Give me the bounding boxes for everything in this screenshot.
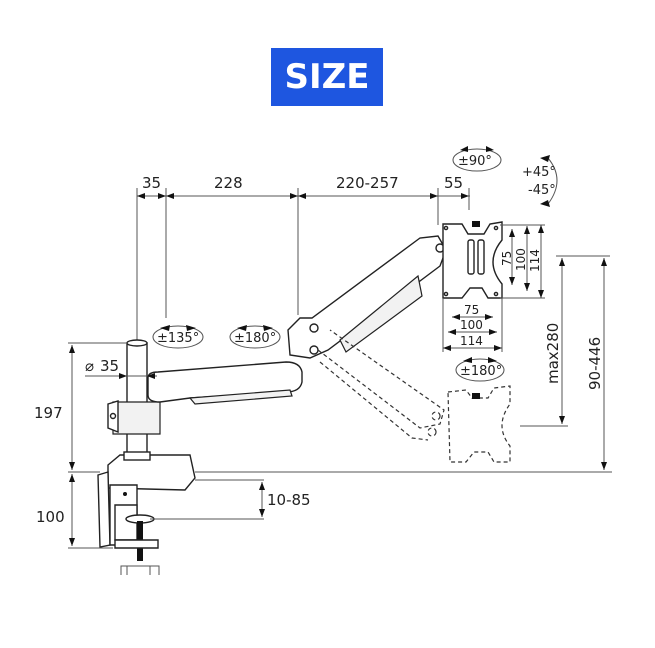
dim-height-range: 90-446: [586, 337, 604, 390]
vesa-h-114: 114: [460, 334, 483, 348]
dim-pole-diameter: 35: [100, 357, 119, 375]
rotation-swivel-label: ±90°: [458, 154, 492, 169]
rotation-tilt-badge: +45° -45°: [522, 155, 558, 207]
rotation-base-badge: ±135°: [152, 325, 204, 349]
vesa-dimension-lines: [442, 224, 545, 352]
dim-max-lift: max280: [544, 323, 562, 384]
rotation-base-label: ±135°: [157, 331, 199, 346]
rotation-rotate-label: ±180°: [460, 364, 502, 379]
dim-pole-height: 197: [34, 404, 63, 422]
vesa-plate-dashed-lowered: [447, 385, 511, 463]
vesa-h-100: 100: [460, 318, 483, 332]
rotation-elbow-badge: ±180°: [229, 325, 281, 349]
top-dimension-line: [136, 188, 470, 345]
rotation-tilt-up-label: +45°: [522, 165, 556, 180]
upper-arm: [287, 235, 447, 359]
left-dimension-lines: [68, 342, 157, 549]
pole: [107, 339, 161, 464]
dim-tilt-head: 55: [444, 174, 463, 192]
desk-thickness-dimension: [150, 479, 265, 520]
clamp: [97, 451, 196, 575]
dim-pole-diameter-symbol: ⌀: [85, 357, 94, 375]
rotation-tilt-down-label: -45°: [528, 183, 556, 198]
dim-arm2: 220-257: [336, 174, 399, 192]
dim-pole-offset: 35: [142, 174, 161, 192]
title-text: SIZE: [284, 57, 370, 97]
dim-desk-thickness: 10-85: [267, 491, 311, 509]
vesa-v-100: 100: [514, 248, 528, 271]
rotation-elbow-label: ±180°: [234, 331, 276, 346]
size-title-badge: SIZE: [271, 48, 383, 106]
upper-arm-dashed-lowered: [317, 329, 445, 441]
vesa-v-114: 114: [528, 249, 542, 272]
vesa-h-75: 75: [464, 303, 479, 317]
vesa-v-75: 75: [500, 251, 514, 266]
lower-arm: [147, 361, 303, 405]
dim-arm1: 228: [214, 174, 243, 192]
rotation-swivel-badge: ±90°: [452, 146, 502, 172]
height-dimension-lines: [195, 255, 612, 473]
vesa-plate: [442, 221, 503, 299]
rotation-rotate-badge: ±180°: [455, 357, 505, 382]
dim-clamp-height: 100: [36, 508, 65, 526]
